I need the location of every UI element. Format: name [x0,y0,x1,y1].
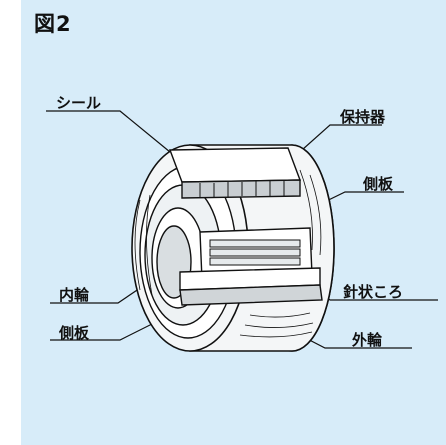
leader-seal [46,110,171,153]
outer-ring-hatching [134,169,322,338]
label-seal: シール [56,94,102,112]
leader-cage [292,124,382,159]
leader-side-plate-left [50,319,161,341]
label-inner-ring: 内輪 [59,286,90,304]
label-side-plate-right: 側板 [363,175,394,193]
label-needle-roller: 針状ころ [343,283,404,301]
cutaway-needle-rollers [179,227,323,306]
label-cage: 保持器 [340,108,386,126]
figure-title: 図2 [34,12,72,36]
label-side-plate-left: 側板 [59,324,90,342]
label-outer-ring: 外輪 [352,331,383,349]
cutaway-top [168,147,302,199]
